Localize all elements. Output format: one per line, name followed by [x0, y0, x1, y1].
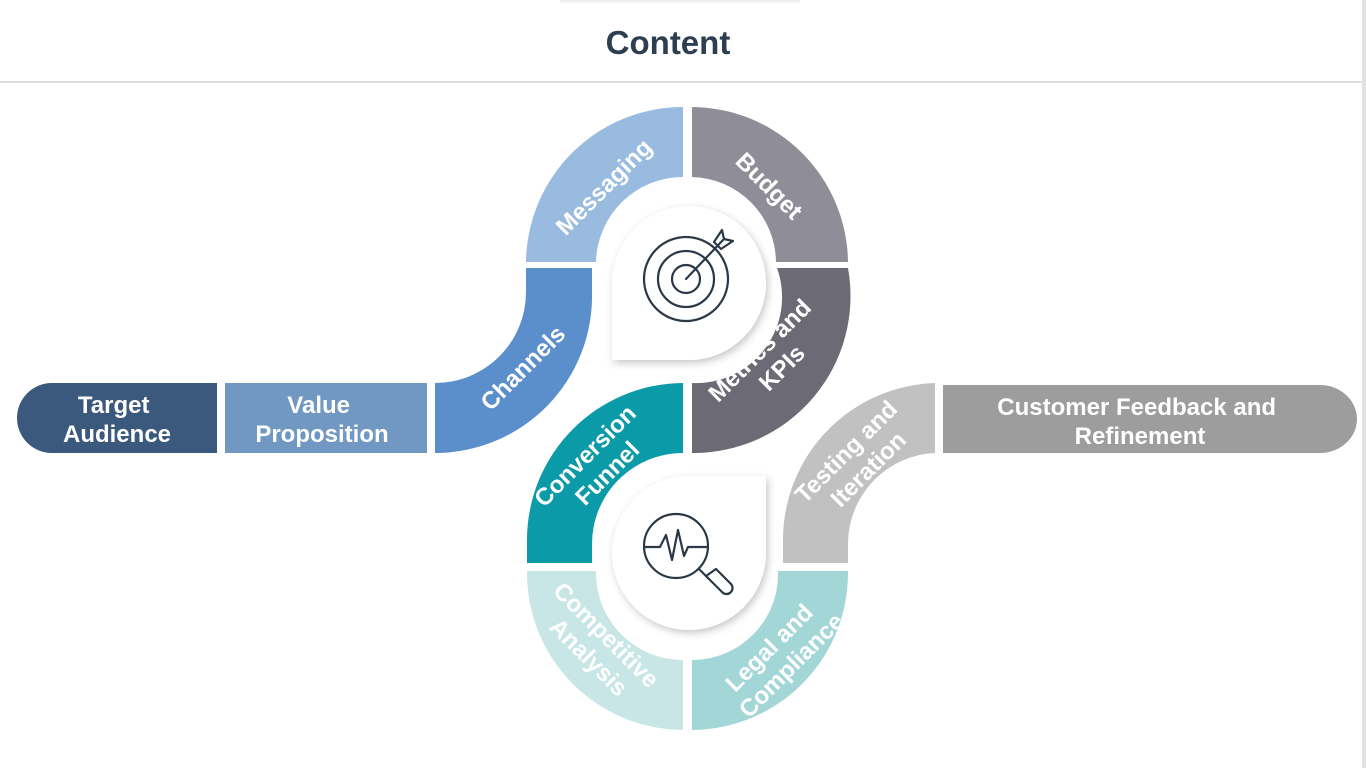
- label-target-audience: Target Audience: [63, 392, 171, 448]
- label-customer-feedback: Customer Feedback and Refinement: [997, 394, 1282, 450]
- segment-legal-compliance: [692, 571, 849, 730]
- target-arrow-icon: [642, 228, 735, 323]
- segment-testing-iteration: [782, 383, 935, 563]
- segment-metrics-kpis: [692, 268, 851, 454]
- segment-messaging: [526, 107, 683, 262]
- segment-customer-feedback: [943, 385, 1357, 453]
- segment-competitive-analysis: [526, 571, 683, 730]
- segment-budget: [692, 107, 848, 262]
- segment-conversion-funnel: [527, 383, 683, 563]
- segment-value-proposition: [225, 383, 427, 453]
- header-shadow: [560, 0, 800, 4]
- right-edge-rule: [1362, 0, 1366, 768]
- page-title: Content: [605, 24, 731, 61]
- header-bar: Content: [0, 0, 1366, 83]
- top-icon-teardrop: [612, 206, 766, 360]
- segment-channels: [435, 268, 593, 454]
- magnifier-pulse-icon: [642, 512, 734, 596]
- segment-target-audience: [17, 383, 217, 453]
- label-value-proposition: Value Proposition: [255, 392, 388, 448]
- bottom-icon-teardrop: [612, 476, 766, 630]
